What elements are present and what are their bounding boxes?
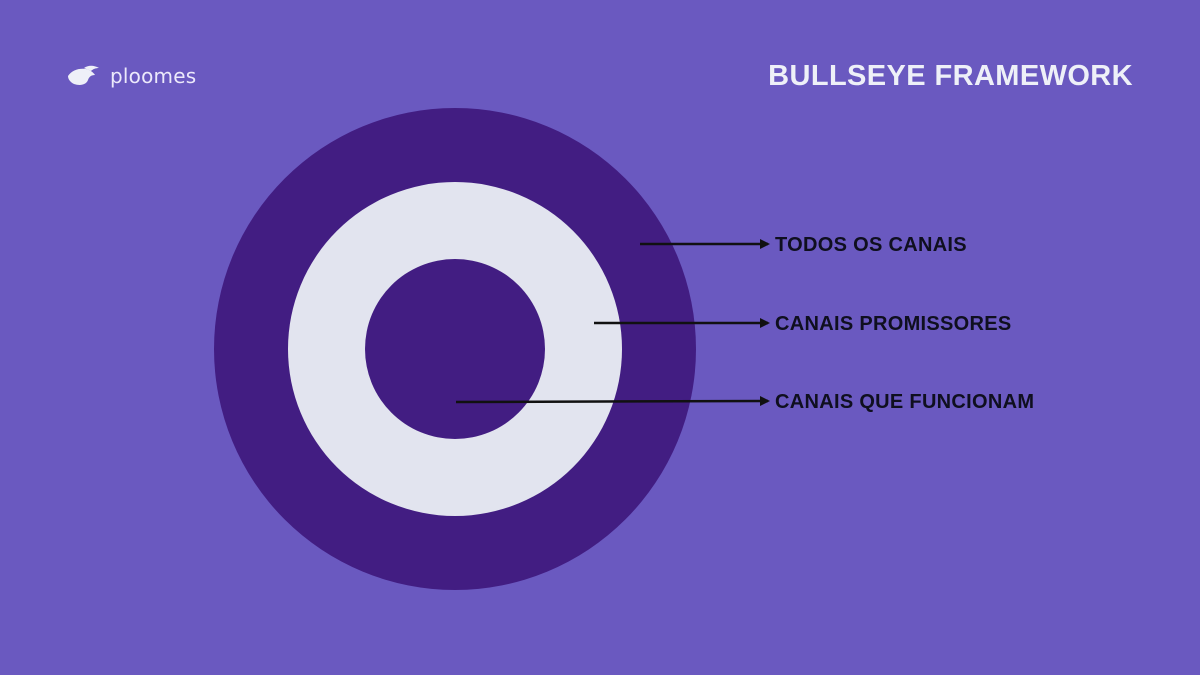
ring-label-canais-promissores: CANAIS PROMISSORES: [775, 313, 1012, 335]
page-title: BULLSEYE FRAMEWORK: [768, 60, 1133, 92]
inner-circle: [365, 259, 545, 439]
brand-name: ploomes: [110, 64, 197, 88]
brand-logo: ploomes: [66, 64, 196, 88]
ring-label-todos-os-canais: TODOS OS CANAIS: [775, 234, 967, 256]
ploomes-logo-icon: [68, 65, 99, 85]
ring-label-canais-que-funcionam: CANAIS QUE FUNCIONAM: [775, 391, 1035, 413]
arrow-canais-que-funcionam: [455, 396, 770, 407]
